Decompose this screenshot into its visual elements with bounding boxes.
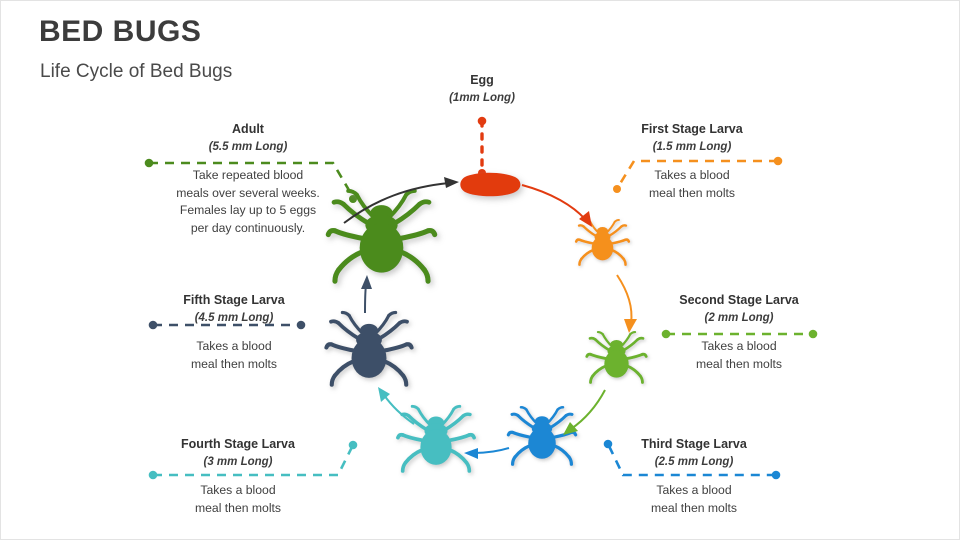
page-title: BED BUGS (39, 15, 202, 48)
stage-description: Takes a blood meal then molts (190, 339, 278, 371)
stage-size: (5.5 mm Long) (208, 141, 288, 153)
connector-egg (477, 116, 487, 177)
stage-label-second: Second Stage Larva (2 mm Long) Takes a b… (609, 292, 869, 373)
stage-name: Second Stage Larva (679, 293, 799, 307)
arrow-fourth-to-fifth (378, 387, 415, 425)
egg-shape (460, 172, 521, 197)
stage-name: Egg (470, 73, 494, 87)
bug-first-stage (574, 218, 631, 266)
stage-description: Takes a blood meal then molts (650, 483, 738, 515)
stage-size: (3 mm Long) (203, 456, 273, 468)
stage-description: Take repeated blood meals over several w… (176, 168, 320, 235)
stage-size: (2.5 mm Long) (654, 456, 734, 468)
stage-description: Takes a blood meal then molts (695, 339, 783, 371)
arrow-second-to-third (563, 389, 606, 435)
stage-description: Takes a blood meal then molts (648, 168, 736, 200)
page-subtitle: Life Cycle of Bed Bugs (40, 61, 233, 82)
bug-fourth-stage (396, 404, 476, 473)
stage-size: (2 mm Long) (704, 312, 774, 324)
stage-size: (4.5 mm Long) (194, 312, 274, 324)
stage-name: Third Stage Larva (641, 437, 747, 451)
stage-name: Fifth Stage Larva (183, 293, 285, 307)
stage-name: Fourth Stage Larva (181, 437, 295, 451)
stage-label-egg: Egg (1mm Long) (362, 72, 602, 106)
stage-size: (1mm Long) (449, 92, 515, 104)
stage-label-fourth: Fourth Stage Larva (3 mm Long) Takes a b… (108, 436, 368, 517)
stage-name: First Stage Larva (641, 122, 743, 136)
stage-label-adult: Adult (5.5 mm Long) Take repeated blood … (118, 121, 378, 237)
stage-size: (1.5 mm Long) (652, 141, 732, 153)
arrow-third-to-fourth (464, 447, 510, 459)
stage-name: Adult (232, 122, 264, 136)
stage-label-third: Third Stage Larva (2.5 mm Long) Takes a … (564, 436, 824, 517)
stage-description: Takes a blood meal then molts (194, 483, 282, 515)
stage-label-fifth: Fifth Stage Larva (4.5 mm Long) Takes a … (104, 292, 364, 373)
stage-label-first: First Stage Larva (1.5 mm Long) Takes a … (562, 121, 822, 202)
